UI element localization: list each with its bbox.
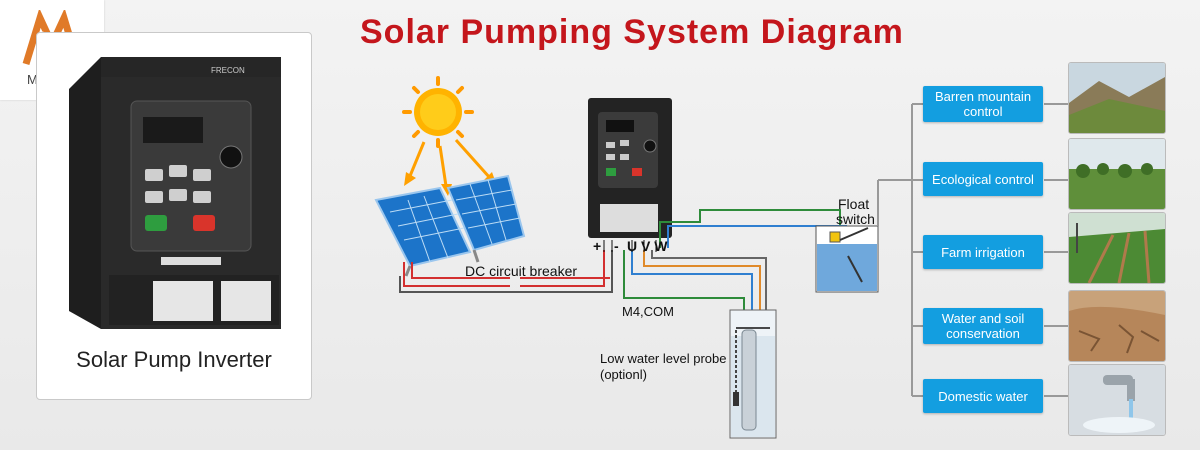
app-label: Water and soil xyxy=(941,311,1025,326)
app-label-line2: conservation xyxy=(946,326,1020,341)
app-label: Barren mountain xyxy=(934,89,1032,104)
well-pump-icon xyxy=(729,309,777,439)
terminal-uvw-label: U V W xyxy=(627,238,668,254)
application-connectors xyxy=(877,103,1068,397)
m4-com-wire xyxy=(623,250,745,310)
float-switch-label: switch xyxy=(836,211,875,227)
app-label-line2: control xyxy=(963,104,1003,119)
dc-breaker-label: DC circuit breaker xyxy=(465,263,578,279)
solar-panel-icon xyxy=(374,174,526,277)
app-label: Ecological control xyxy=(932,171,1034,187)
inverter-image: FRECON xyxy=(69,57,281,329)
photo-farm-irrigation xyxy=(1068,212,1166,284)
water-tank-icon xyxy=(815,225,879,293)
terminal-minus-label: - xyxy=(614,238,619,254)
app-box-farm-irrigation: Farm irrigation xyxy=(923,235,1043,269)
product-caption: Solar Pump Inverter xyxy=(76,347,272,372)
product-card: FRECON Solar Pump Inverter xyxy=(36,32,312,400)
probe-label-optional: (optionl) xyxy=(600,367,647,382)
sun-ray-arrows xyxy=(408,138,492,187)
float-label: Float xyxy=(838,196,870,212)
photo-soil xyxy=(1068,290,1166,362)
app-label: Domestic water xyxy=(938,388,1028,404)
dc-breaker-wire xyxy=(411,262,610,279)
photo-ecological xyxy=(1068,138,1166,210)
dc-negative-wire xyxy=(399,250,613,293)
app-box-domestic-water: Domestic water xyxy=(923,379,1043,413)
sun-icon xyxy=(402,76,474,148)
probe-label: Low water level probe xyxy=(600,351,727,366)
app-label: Farm irrigation xyxy=(941,244,1025,260)
terminal-plus-label: + xyxy=(593,238,602,254)
float-switch-wire-green xyxy=(659,209,841,248)
photo-barren-mountain xyxy=(1068,62,1166,134)
app-box-ecological-control: Ecological control xyxy=(923,162,1043,196)
m4-com-label: M4,COM xyxy=(622,304,674,319)
device-brand-text: FRECON xyxy=(211,66,245,75)
photo-domestic-water xyxy=(1068,364,1166,436)
dc-positive-wire xyxy=(403,250,605,287)
page-title: Solar Pumping System Diagram xyxy=(360,13,904,51)
inverter-icon xyxy=(588,98,672,238)
